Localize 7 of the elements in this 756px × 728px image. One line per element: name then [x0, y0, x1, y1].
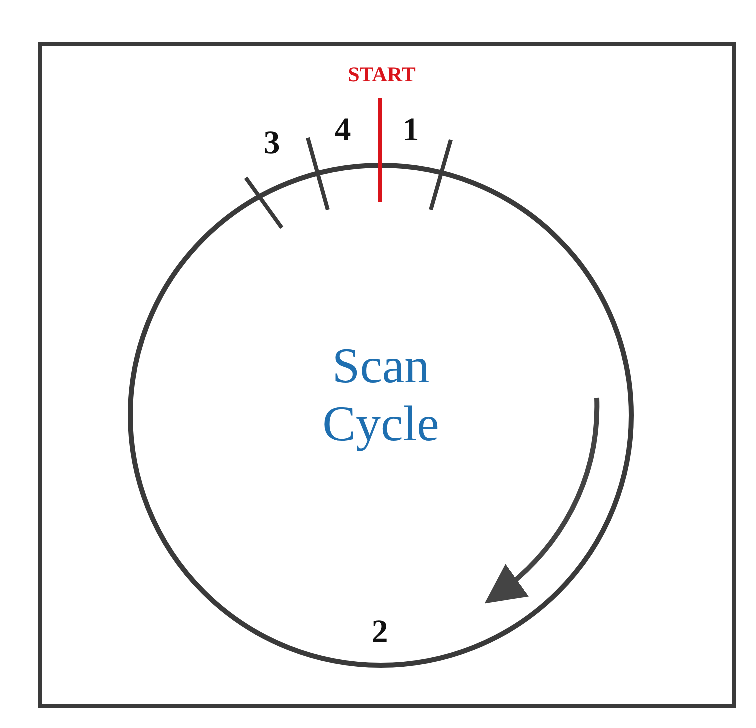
- cycle-title: Scan Cycle: [322, 338, 440, 452]
- start-label: START: [348, 64, 416, 86]
- cycle-circle: [128, 163, 634, 668]
- step-number: 2: [372, 616, 388, 650]
- step-number: 3: [264, 128, 280, 160]
- step-number: 4: [334, 114, 352, 148]
- step-number: 1: [402, 114, 420, 148]
